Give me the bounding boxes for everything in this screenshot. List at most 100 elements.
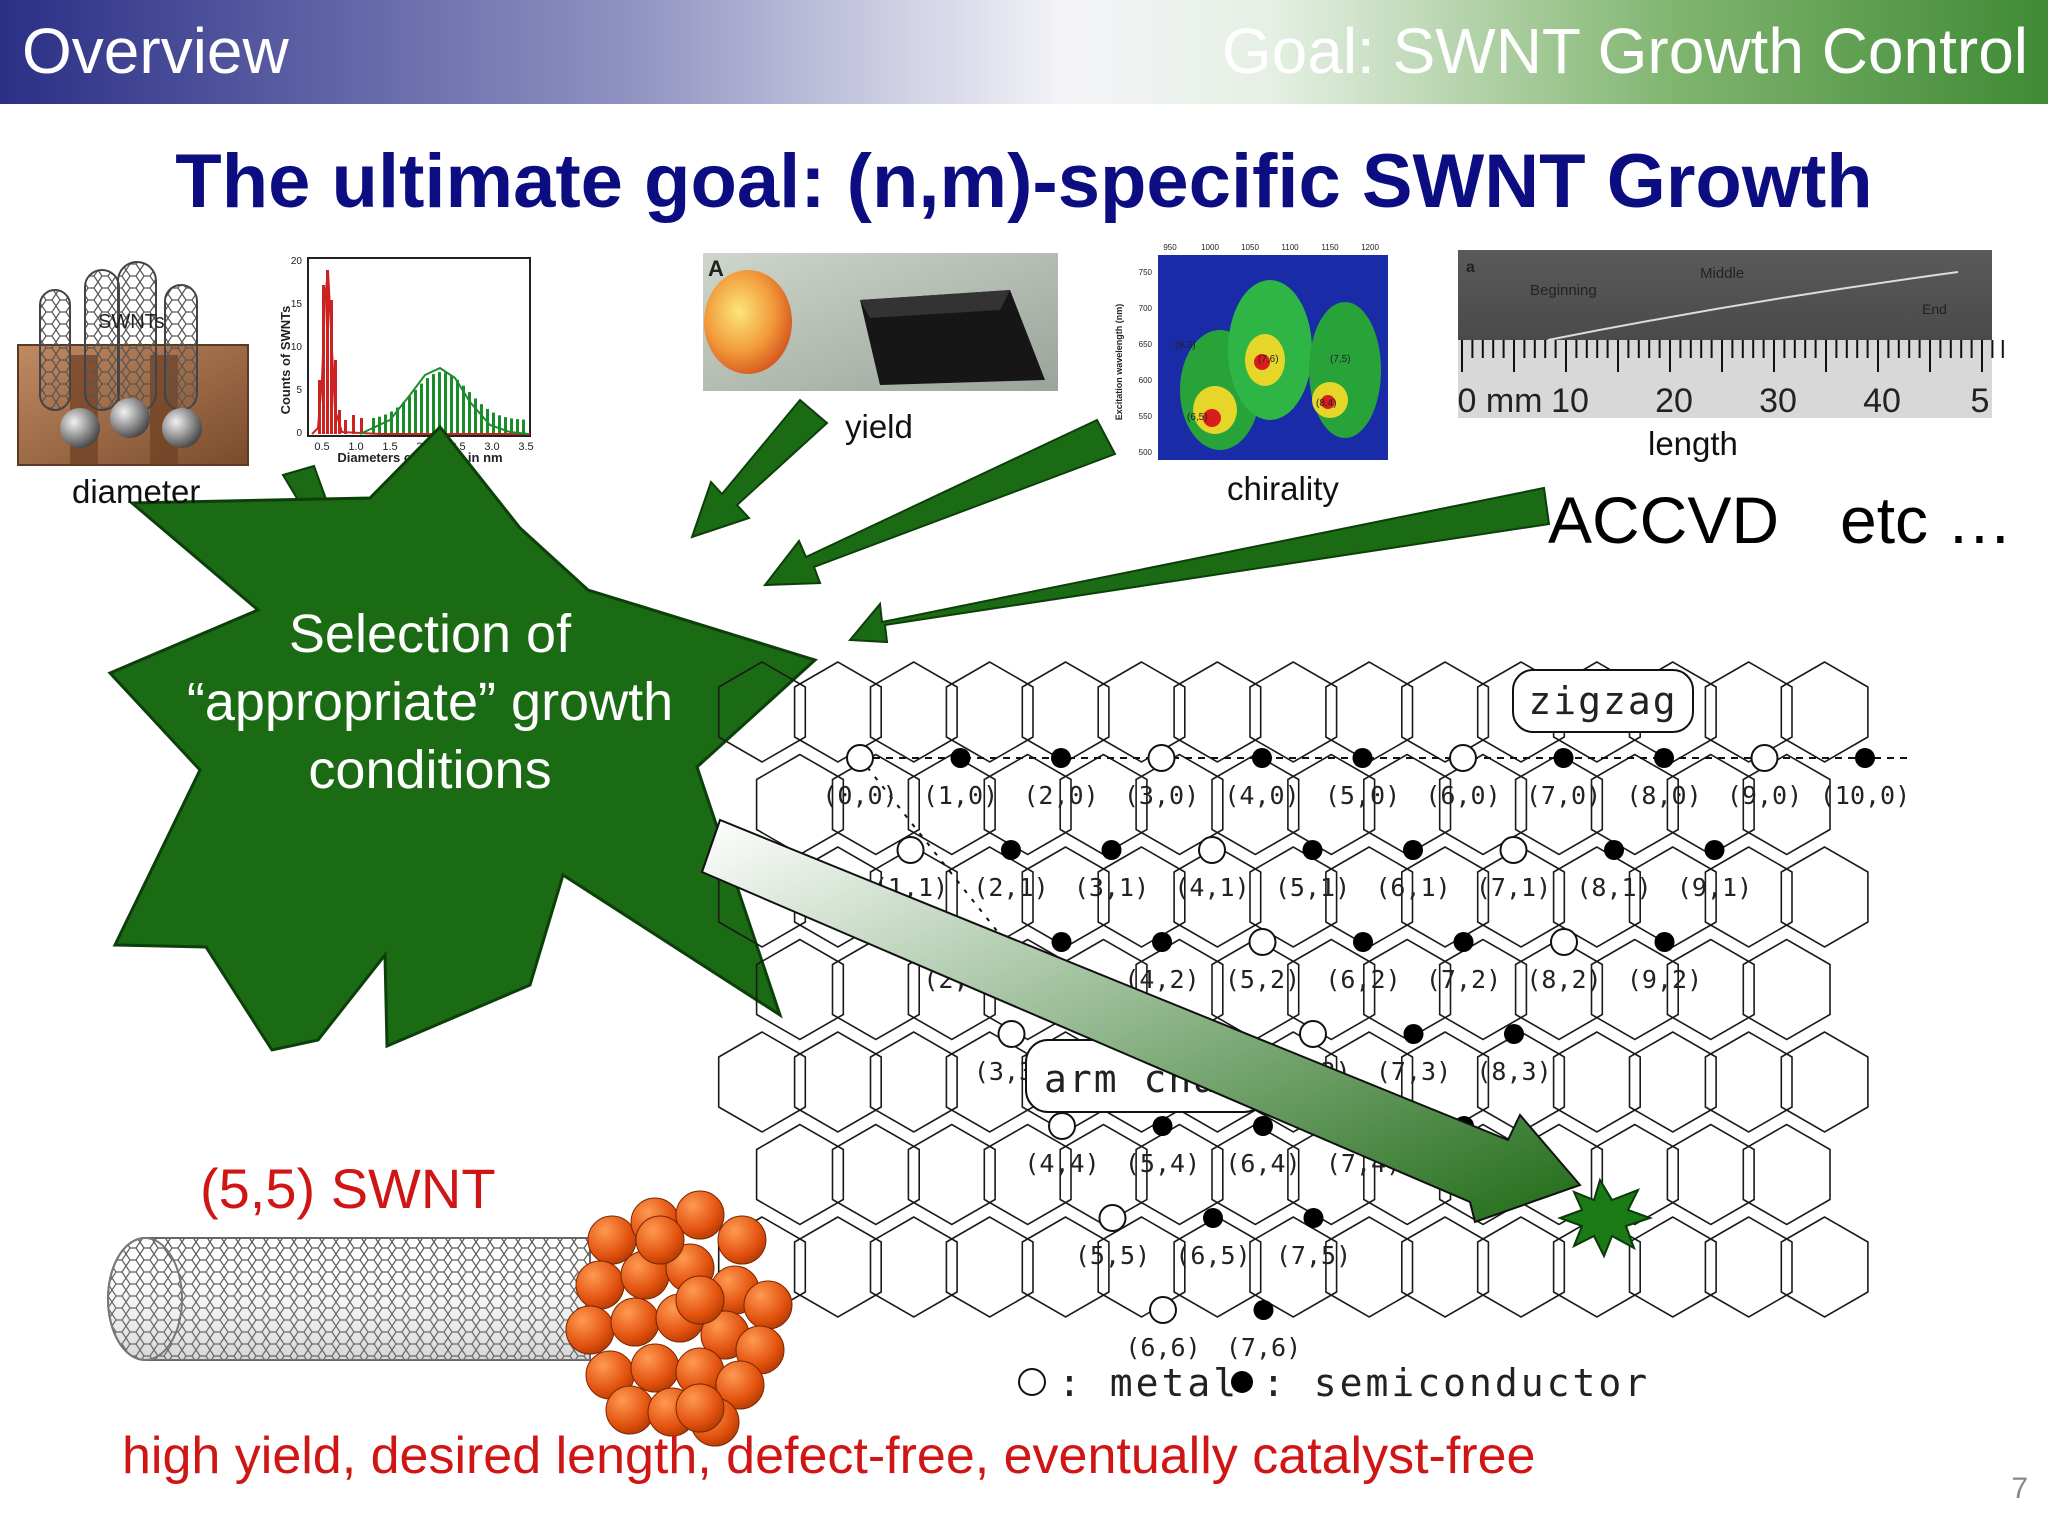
lattice-hexagon — [983, 1123, 1072, 1226]
semiconductor-site — [1855, 748, 1875, 768]
legend-semiconductor: : semiconductor — [1262, 1361, 1650, 1405]
semiconductor-site — [1152, 932, 1172, 952]
chirality-ytick: 650 — [1139, 340, 1153, 349]
lattice-site-label: (9,2) — [1627, 965, 1702, 994]
semiconductor-site — [1352, 748, 1373, 768]
semiconductor-site — [1453, 932, 1474, 952]
histogram-ytick: 10 — [291, 342, 303, 353]
chirality-ytick: 700 — [1139, 304, 1153, 313]
ruler-label: 10 — [1551, 382, 1589, 420]
histogram-bar — [438, 372, 441, 434]
histogram-bar — [330, 300, 333, 434]
semiconductor-site — [1654, 748, 1674, 768]
lattice-hexagon — [793, 661, 883, 763]
ruler — [1458, 340, 1992, 418]
lattice-hexagon — [1476, 846, 1566, 948]
bottom-text: high yield, desired length, defect-free,… — [122, 1427, 1536, 1485]
section-label: Overview — [22, 15, 289, 87]
lattice-site-label: (6,6) — [1125, 1333, 1200, 1362]
lattice-site-label: (7,1) — [1476, 873, 1551, 902]
lattice-hexagon — [1780, 846, 1869, 948]
chirality-map: (8,3) (7,6) (7,5) (6,5) (8,4) Excitation… — [1114, 243, 1388, 460]
header-goal: Goal: SWNT Growth Control — [1221, 15, 2028, 87]
histogram-fit-green — [359, 366, 529, 435]
metal-site — [1550, 928, 1578, 956]
swnts-label: SWNTs — [98, 311, 165, 333]
catalyst-particle — [635, 1215, 685, 1265]
arrow-from-chirality — [762, 418, 1117, 587]
lattice-site-label: (5,2) — [1225, 965, 1300, 994]
lattice-hexagon — [1211, 1123, 1300, 1226]
lattice-hexagon — [1628, 1216, 1717, 1318]
semiconductor-site — [1001, 840, 1021, 860]
caption-etc: etc … — [1840, 483, 2013, 557]
lattice-hexagon — [1097, 661, 1186, 763]
lattice-hexagon — [1666, 938, 1755, 1041]
nanotube-strand — [1547, 271, 1959, 341]
catalyst-particle — [743, 1280, 793, 1330]
metal-site — [1098, 1204, 1127, 1232]
histogram-bar — [522, 419, 525, 434]
arrow-from-accvd — [847, 486, 1551, 644]
catalyst-particle — [675, 1275, 725, 1325]
semiconductor-site — [1252, 748, 1272, 768]
lattice-hexagon — [1666, 1123, 1755, 1226]
lattice-site-label: (5,5) — [1075, 1241, 1150, 1270]
slide-title: The ultimate goal: (n,m)-specific SWNT G… — [175, 139, 1873, 224]
lattice-site-label: (6,5) — [1175, 1241, 1250, 1270]
lattice-hexagon — [1704, 1216, 1793, 1318]
lattice-hexagon — [1401, 1216, 1490, 1318]
lattice-hexagon — [793, 1216, 883, 1318]
histogram-bar — [426, 378, 429, 434]
lattice-hexagon — [1590, 938, 1679, 1041]
ruler-label: 20 — [1655, 382, 1693, 420]
metal-site — [1198, 836, 1226, 864]
semiconductor-site — [1704, 840, 1725, 860]
chirality-ytick: 500 — [1139, 448, 1153, 457]
nanotube-3 — [117, 261, 157, 413]
length-point-beginning: Beginning — [1530, 282, 1597, 299]
histogram-ylabel: Counts of SWNTs — [278, 306, 293, 415]
lattice-hexagon — [1552, 1216, 1641, 1318]
lattice-site-label: (8,1) — [1576, 873, 1651, 902]
zigzag-box — [1512, 669, 1694, 733]
lattice-hexagon — [1173, 846, 1262, 948]
histogram-bar — [498, 415, 501, 434]
caption-accvd: ACCVD — [1548, 483, 1780, 557]
lattice-hexagon — [1514, 753, 1604, 856]
input-arrows — [281, 398, 1551, 644]
lattice-hexagon — [755, 938, 845, 1041]
metal-site — [1149, 1296, 1177, 1324]
semiconductor-site — [1303, 1208, 1324, 1228]
lattice-site-label: (8,0) — [1626, 781, 1701, 810]
lattice-site-label: (10,0) — [1820, 781, 1910, 810]
histogram-xtick: 3.5 — [518, 441, 533, 453]
histogram-bar — [474, 398, 477, 434]
lattice-hexagon — [945, 1216, 1034, 1318]
lattice-hexagon — [1287, 938, 1376, 1041]
chirality-tag: (7,5) — [1330, 354, 1351, 365]
lattice-hexagon — [793, 1031, 883, 1133]
lattice-hexagon — [1704, 661, 1793, 763]
diameter-histogram: Counts of SWNTs Diameters of SWNTs in nm… — [278, 256, 534, 465]
lattice-site-label: (2,1) — [973, 873, 1048, 902]
ruler-label: 40 — [1863, 382, 1901, 420]
metal-site — [1299, 1020, 1327, 1048]
lattice-hexagon — [1552, 1031, 1641, 1133]
lattice-hexagon — [869, 1216, 958, 1318]
lattice-hexagon — [717, 1031, 807, 1133]
catalyst-particle — [675, 1383, 725, 1433]
lattice-hexagon — [1249, 661, 1338, 763]
header-bar — [0, 0, 2048, 104]
metal-site — [1499, 836, 1528, 864]
histogram-bar — [456, 379, 459, 434]
yield-photo: A — [703, 253, 1058, 391]
lattice-hexagon — [1438, 753, 1528, 856]
chirality-xtick: 1100 — [1281, 243, 1299, 252]
catalyst-particle — [565, 1305, 615, 1355]
lattice-site-label: (6,1) — [1375, 873, 1450, 902]
lattice-site-label: (7,3) — [1376, 1057, 1451, 1086]
histogram-bar — [492, 412, 495, 434]
lattice-site-label: (6,2) — [1325, 965, 1400, 994]
